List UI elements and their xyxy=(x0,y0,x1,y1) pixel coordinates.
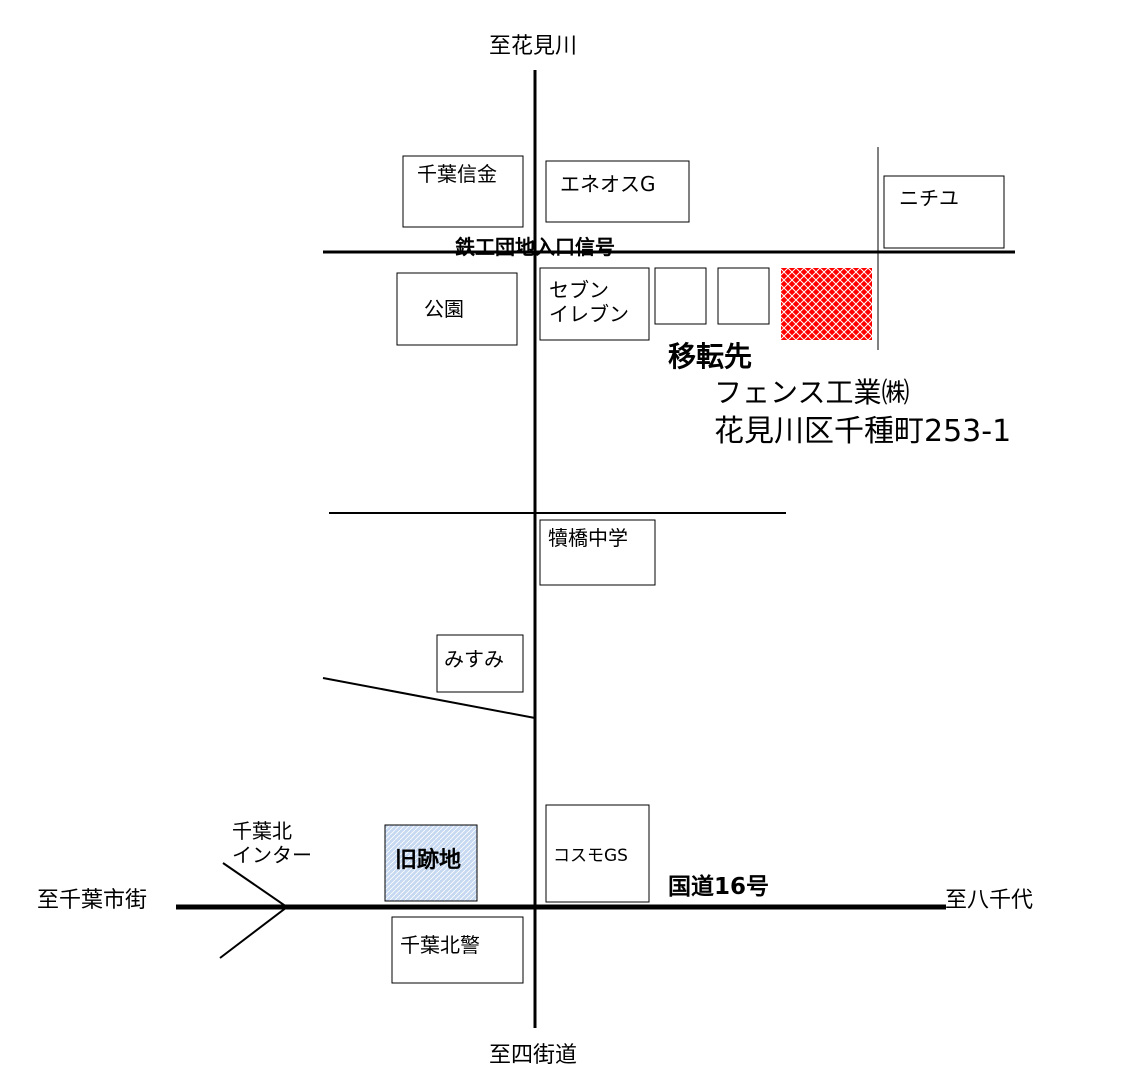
eneos-label: エネオスG xyxy=(560,172,656,196)
old-site-label: 旧跡地 xyxy=(395,847,461,873)
new-location-address: 花見川区千種町253-1 xyxy=(714,414,1011,449)
interchange-label-2: インター xyxy=(232,843,312,867)
interchange-label-1: 千葉北 xyxy=(232,819,292,843)
cosmo-label: コスモGS xyxy=(553,846,628,866)
signal-label: 鉄工団地入口信号 xyxy=(455,235,615,259)
nichiyu-label: ニチユ xyxy=(899,186,959,210)
route-16-label: 国道16号 xyxy=(668,873,769,900)
school-box xyxy=(539,519,656,586)
new-site-marker xyxy=(781,268,872,340)
park-box xyxy=(396,272,518,346)
police-label: 千葉北警 xyxy=(400,933,480,957)
park-label: 公園 xyxy=(424,297,464,321)
shinkin-label: 千葉信金 xyxy=(417,162,497,186)
blank-building-1 xyxy=(654,267,707,325)
direction-south: 至四街道 xyxy=(489,1043,577,1068)
diagonal-road xyxy=(322,677,536,719)
misumi-label: みすみ xyxy=(444,647,504,671)
seven-eleven-box xyxy=(539,267,650,341)
cosmo-box xyxy=(545,804,650,903)
seven-label-1: セブン xyxy=(549,278,609,302)
direction-east: 至八千代 xyxy=(945,888,1033,913)
eneos-box xyxy=(545,160,690,223)
blank-building-2 xyxy=(717,267,770,325)
seven-label-2: イレブン xyxy=(549,302,629,326)
new-location-company: フェンス工業㈱ xyxy=(714,376,909,409)
direction-west: 至千葉市街 xyxy=(37,888,147,913)
shinkin-bank-box xyxy=(402,155,524,228)
interchange-ramps xyxy=(219,862,289,959)
old-site-marker xyxy=(384,824,478,902)
school-label: 犢橋中学 xyxy=(548,526,628,550)
misumi-box xyxy=(436,634,524,693)
nichiyu-box xyxy=(883,175,1005,249)
police-box xyxy=(391,916,524,984)
new-location-heading: 移転先 xyxy=(668,340,752,373)
direction-north: 至花見川 xyxy=(489,34,577,59)
